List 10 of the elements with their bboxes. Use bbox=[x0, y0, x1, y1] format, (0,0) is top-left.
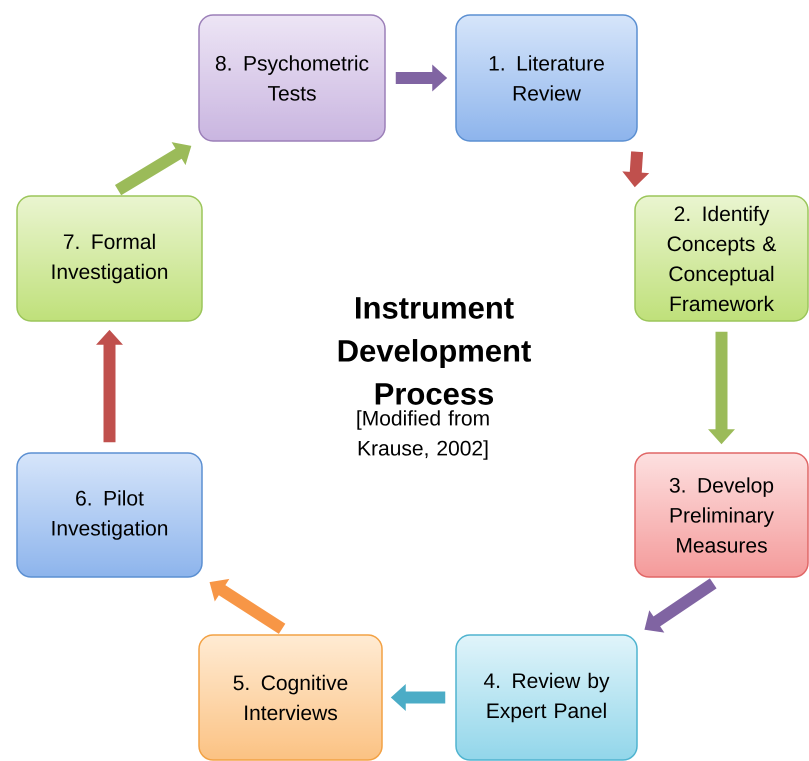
process-box: 4. Review by Expert Panel bbox=[455, 634, 638, 761]
process-box: 8. Psychometric Tests bbox=[198, 14, 386, 142]
process-box: 6. Pilot Investigation bbox=[16, 452, 203, 578]
process-box: 2. Identify Concepts & Conceptual Framework bbox=[634, 195, 809, 322]
process-box: 3. Develop Preliminary Measures bbox=[634, 452, 809, 578]
process-box: 1. Literature Review bbox=[455, 14, 638, 142]
process-box: 7. Formal Investigation bbox=[16, 195, 203, 322]
process-box: 5. Cognitive Interviews bbox=[198, 634, 383, 761]
caption: [Modified from Krause, 2002] bbox=[357, 410, 489, 460]
title: Instrument Development Process bbox=[338, 297, 531, 405]
